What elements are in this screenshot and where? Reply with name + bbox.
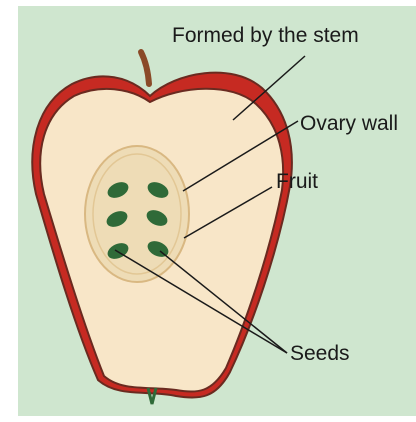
label-ovary-wall: Ovary wall [300, 112, 398, 135]
label-formed-by-stem: Formed by the stem [172, 24, 359, 47]
label-seeds: Seeds [290, 342, 350, 365]
label-fruit: Fruit [276, 170, 318, 193]
